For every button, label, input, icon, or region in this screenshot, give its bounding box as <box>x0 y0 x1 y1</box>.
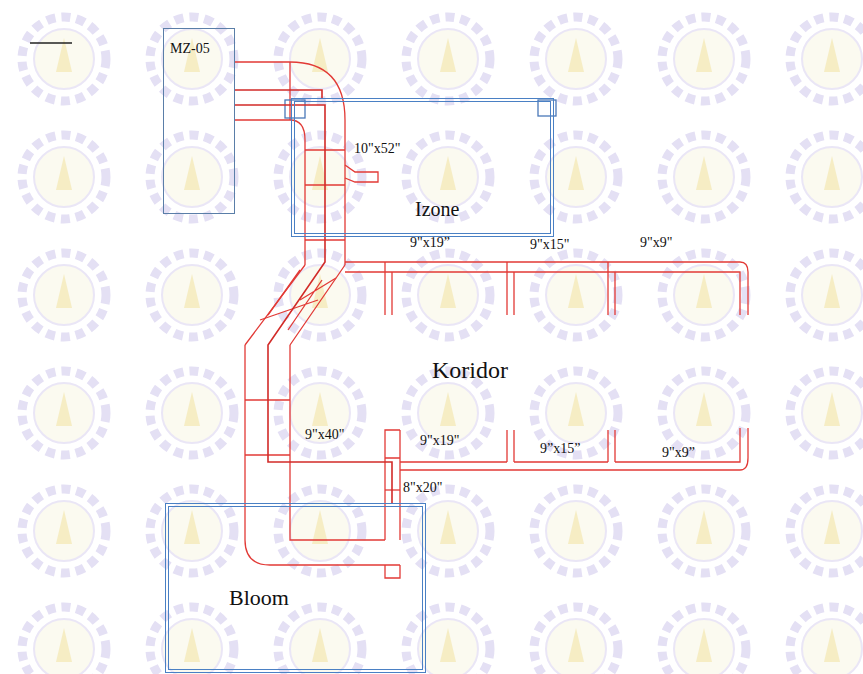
node-label: Izone <box>415 198 459 221</box>
duct-size: 9"x15" <box>530 238 569 252</box>
ahu-unit: MZ-05 <box>163 28 235 214</box>
duct-size: 9”x15” <box>540 442 580 456</box>
duct-size: 9"x40" <box>305 428 344 442</box>
duct-size: 9"x9" <box>640 236 672 250</box>
duct-size: 8"x20" <box>403 481 442 495</box>
duct-size: 9"x19" <box>420 434 459 448</box>
duct-size: 9"x9” <box>662 446 695 460</box>
duct-run <box>235 105 392 503</box>
room-zone: Izone <box>291 98 554 237</box>
area-label: Koridor <box>432 358 508 382</box>
duct-size: 10"x52" <box>354 142 400 156</box>
node-label: Bloom <box>229 585 289 611</box>
room-zone: Bloom <box>165 503 426 673</box>
duct-size: 9"x19” <box>410 236 450 250</box>
duct-run <box>235 90 322 98</box>
node-label: MZ-05 <box>170 41 210 57</box>
